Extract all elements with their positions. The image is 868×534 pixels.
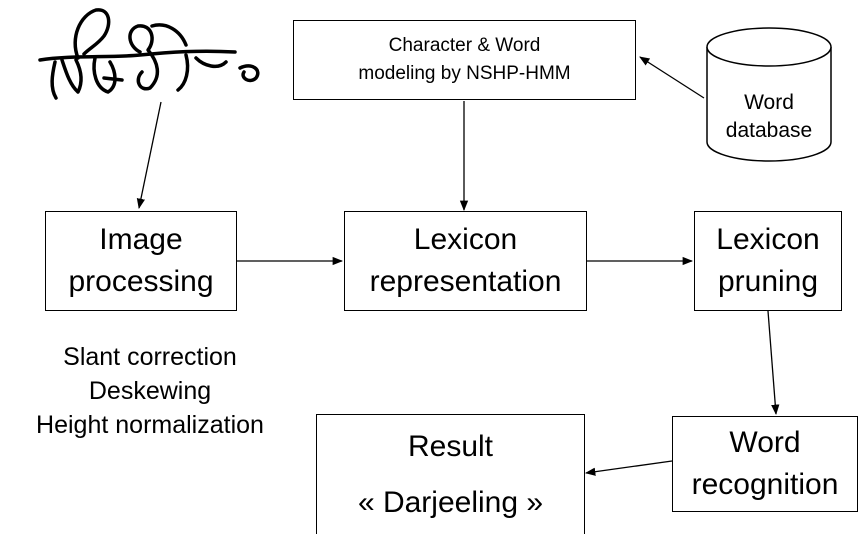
word-recognition-line2: recognition — [691, 468, 839, 501]
lexicon-pruning-line1: Lexicon — [716, 223, 820, 256]
modeling-box: Character & Word modeling by NSHP-HMM — [293, 20, 636, 100]
lexicon-representation-box: Lexicon representation — [344, 211, 587, 311]
lexicon-representation-line1: Lexicon — [413, 223, 518, 256]
database-cylinder — [706, 27, 832, 162]
word-recognition-line1: Word — [729, 426, 801, 459]
modeling-label-line2: modeling by NSHP-HMM — [358, 63, 571, 84]
database-label-line1: Word — [744, 91, 794, 114]
result-word: « Darjeeling » — [357, 485, 544, 519]
step-slant-correction: Slant correction — [63, 343, 237, 371]
modeling-label-line1: Character & Word — [388, 35, 541, 56]
database-label: Word database — [707, 82, 831, 152]
step-height-normalization: Height normalization — [36, 411, 264, 439]
step-deskewing: Deskewing — [88, 377, 212, 405]
image-processing-line2: processing — [68, 265, 214, 298]
arrow-handwriting-to-processing — [136, 101, 162, 210]
handwritten-word-image — [38, 8, 260, 100]
word-recognition-box: Word recognition — [672, 416, 858, 512]
result-label: Result — [407, 429, 494, 463]
arrow-recognition-to-result — [584, 460, 673, 476]
lexicon-pruning-box: Lexicon pruning — [694, 211, 842, 311]
image-processing-box: Image processing — [45, 211, 237, 311]
preprocessing-steps: Slant correction Deskewing Height normal… — [0, 340, 300, 442]
lexicon-pruning-line2: pruning — [717, 265, 819, 298]
image-processing-line1: Image — [99, 223, 183, 256]
arrow-pruning-to-recognition — [767, 310, 780, 416]
lexicon-representation-line2: representation — [369, 265, 562, 298]
result-box: Result « Darjeeling » — [316, 414, 585, 534]
database-label-line2: database — [725, 119, 813, 142]
arrow-database-to-modeling — [639, 56, 705, 99]
